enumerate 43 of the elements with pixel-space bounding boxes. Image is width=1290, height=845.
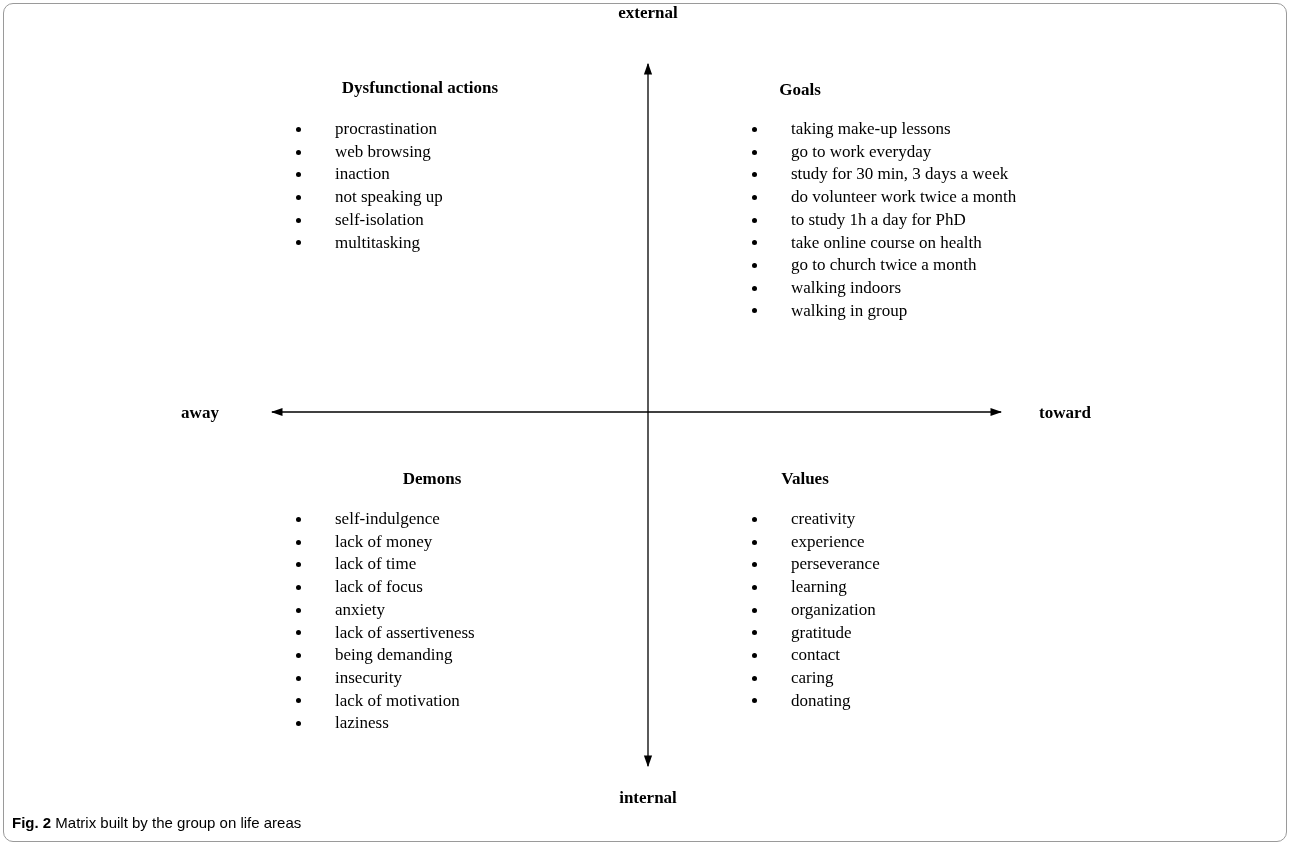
quadrant-heading: Goals xyxy=(779,80,821,98)
list-item: walking indoors xyxy=(791,276,902,299)
list-item: go to church twice a month xyxy=(791,254,977,277)
axis-label: toward xyxy=(1039,403,1091,421)
quadrant-heading: Values xyxy=(781,469,829,487)
quadrant-heading: Dysfunctional actions xyxy=(341,78,499,96)
list-item: laziness xyxy=(335,712,389,735)
list-item: experience xyxy=(791,530,865,553)
list-item: lack of time xyxy=(335,553,417,576)
list-item: perseverance xyxy=(791,553,880,576)
list-item: web browsing xyxy=(335,140,431,163)
list-item: creativity xyxy=(791,508,856,530)
list-item: do volunteer work twice a month xyxy=(791,186,1017,209)
list-item: donating xyxy=(791,689,851,712)
list-item: contact xyxy=(791,644,841,667)
axis-label: away xyxy=(181,403,219,421)
list-item: take online course on health xyxy=(791,231,982,254)
axis-label: internal xyxy=(619,788,677,806)
list-item: lack of assertiveness xyxy=(335,621,475,644)
list-item: self-indulgence xyxy=(335,508,440,530)
list-item: organization xyxy=(791,598,876,621)
list-item: go to work everyday xyxy=(791,140,932,163)
list-item: lack of focus xyxy=(335,576,423,599)
list-item: learning xyxy=(791,576,847,599)
list-item: anxiety xyxy=(335,598,386,621)
list-item: caring xyxy=(791,666,834,689)
list-item: not speaking up xyxy=(335,186,443,209)
list-item: multitasking xyxy=(335,231,420,254)
quadrant-heading: Demons xyxy=(402,469,462,487)
list-item: lack of money xyxy=(335,530,433,553)
list-item: procrastination xyxy=(335,118,437,140)
list-item: inaction xyxy=(335,163,390,186)
list-item: to study 1h a day for PhD xyxy=(791,208,966,231)
list-item: taking make-up lessons xyxy=(791,118,951,140)
list-item: lack of motivation xyxy=(335,689,460,712)
list-item: insecurity xyxy=(335,666,403,689)
list-item: study for 30 min, 3 days a week xyxy=(791,163,1009,186)
list-item: self-isolation xyxy=(335,208,424,231)
list-item: gratitude xyxy=(791,621,852,644)
list-item: being demanding xyxy=(335,644,453,667)
figure-caption: Fig. 2 Matrix built by the group on life areas xyxy=(12,813,302,833)
axis-label: external xyxy=(618,3,678,21)
list-item: walking in group xyxy=(791,299,908,322)
